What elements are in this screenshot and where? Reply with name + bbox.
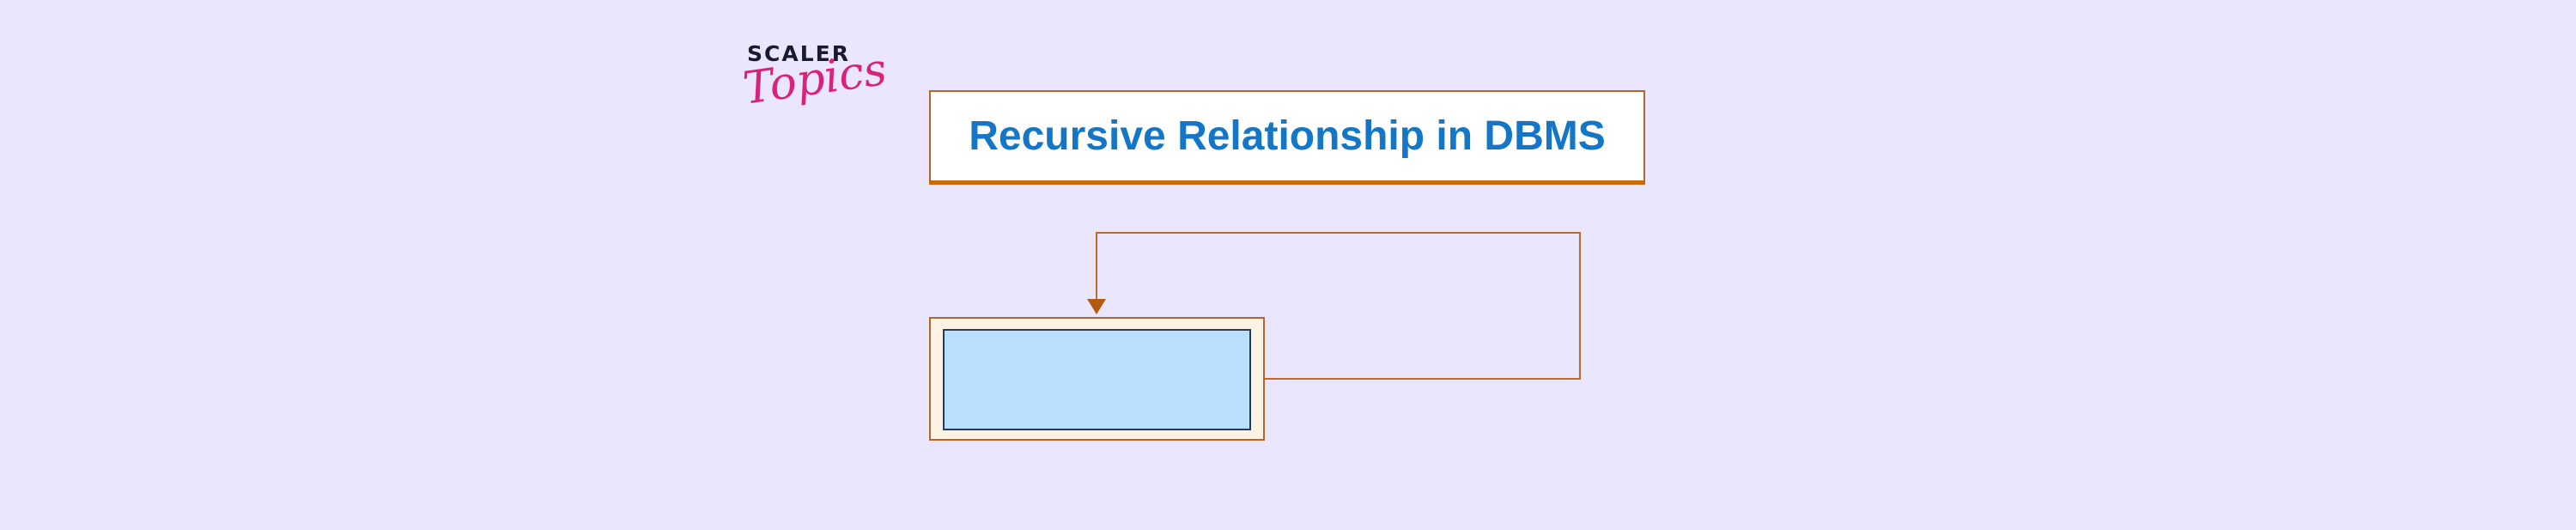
title-banner: Recursive Relationship in DBMS bbox=[929, 90, 1645, 185]
logo-wordmark: SCALER bbox=[747, 41, 850, 66]
page-title: Recursive Relationship in DBMS bbox=[969, 113, 1606, 159]
entity-box bbox=[929, 317, 1265, 441]
scaler-topics-logo: SCALER Topics bbox=[740, 38, 890, 132]
connector-line bbox=[1096, 232, 1581, 380]
entity-inner-box bbox=[943, 329, 1251, 430]
arrowhead-icon bbox=[1087, 299, 1106, 314]
